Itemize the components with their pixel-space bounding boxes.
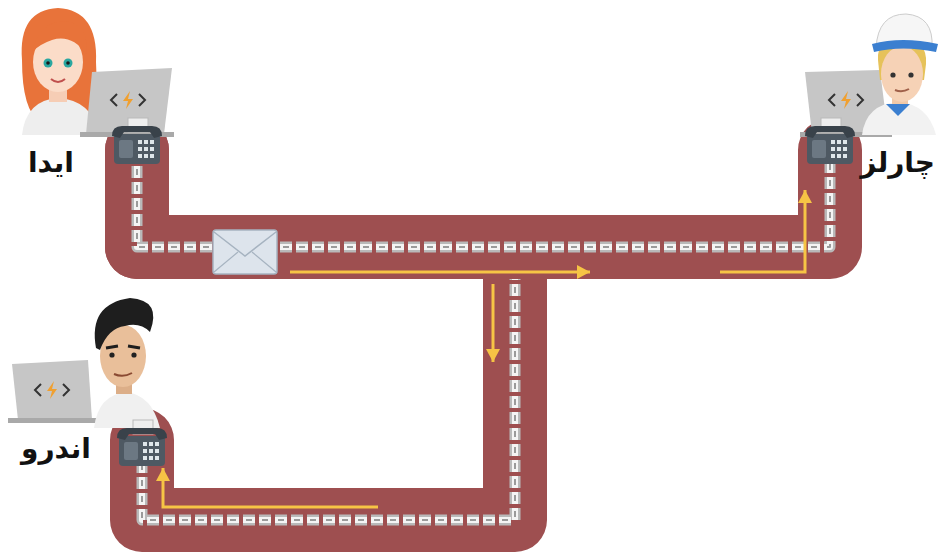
ada-figure-part bbox=[32, 22, 87, 54]
charles-figure-part bbox=[878, 38, 926, 80]
arrow-head bbox=[156, 468, 170, 481]
andrew-figure-part bbox=[128, 346, 140, 348]
person-station: اندرو bbox=[5, 300, 175, 440]
charles-figure-part bbox=[829, 91, 863, 109]
phone-icon-part bbox=[117, 420, 167, 466]
envelope-icon-part bbox=[214, 252, 238, 272]
ada-figure-part bbox=[49, 84, 67, 102]
chain bbox=[137, 150, 830, 247]
ada-figure-part bbox=[22, 8, 98, 124]
chain bbox=[137, 150, 515, 520]
person-name: چارلز bbox=[860, 146, 935, 180]
andrew-figure-part bbox=[131, 352, 136, 357]
charles-figure-part bbox=[881, 46, 923, 102]
person-name: اندرو bbox=[21, 432, 91, 466]
andrew-figure-part bbox=[114, 373, 132, 376]
chain bbox=[137, 150, 830, 247]
phone-icon-part bbox=[112, 118, 162, 164]
envelope-icon-part bbox=[252, 252, 276, 272]
network-band bbox=[137, 150, 830, 247]
arrow-head bbox=[798, 190, 812, 203]
ada-figure-part bbox=[86, 68, 172, 134]
phone-icon bbox=[112, 118, 162, 164]
charles-figure-part bbox=[895, 89, 909, 91]
phone-icon bbox=[805, 118, 855, 164]
person-name: ایدا bbox=[28, 146, 74, 180]
charles-figure-part bbox=[892, 90, 908, 104]
ada-figure-part bbox=[51, 79, 65, 82]
andrew-figure-part bbox=[106, 346, 118, 348]
charles-figure-part bbox=[908, 72, 913, 77]
ada-figure-part bbox=[66, 61, 70, 65]
charles-figure-part bbox=[876, 14, 932, 48]
person-station: ایدا bbox=[10, 10, 175, 150]
envelope-icon-part bbox=[213, 230, 277, 274]
chain-link bbox=[137, 150, 515, 520]
andrew-figure bbox=[8, 298, 160, 428]
andrew-figure-part bbox=[95, 298, 154, 350]
ada-figure-part bbox=[80, 132, 174, 137]
ada-figure-part bbox=[22, 98, 100, 135]
charles-figure-part bbox=[862, 102, 936, 135]
charles-figure bbox=[800, 14, 938, 137]
charles-figure-part bbox=[886, 104, 910, 116]
arrow-head bbox=[577, 265, 590, 279]
andrew-figure-part bbox=[116, 378, 132, 394]
chain bbox=[137, 150, 515, 520]
charles-figure-part bbox=[872, 40, 938, 52]
andrew-figure-part bbox=[100, 325, 146, 387]
andrew-figure-part bbox=[35, 381, 69, 399]
arrow-head bbox=[486, 349, 500, 362]
phone-icon bbox=[117, 420, 167, 466]
ada-figure-part bbox=[44, 59, 53, 68]
ada-figure bbox=[22, 8, 174, 137]
andrew-figure-part bbox=[94, 392, 160, 428]
flow-arrow bbox=[720, 190, 805, 272]
chain-link bbox=[137, 150, 830, 279]
network-band bbox=[137, 150, 515, 520]
person-station: چارلز bbox=[785, 10, 935, 150]
ada-figure-part bbox=[33, 32, 83, 92]
flow-arrow bbox=[290, 271, 590, 274]
andrew-figure-part bbox=[8, 418, 100, 423]
charles-figure-part bbox=[890, 72, 895, 77]
chain bbox=[137, 150, 830, 247]
envelope-icon-part bbox=[214, 232, 276, 256]
envelope-icon bbox=[213, 230, 277, 274]
andrew-figure-part bbox=[109, 352, 114, 357]
ada-figure-part bbox=[111, 91, 145, 109]
chain bbox=[137, 150, 515, 520]
charles-figure-part bbox=[805, 70, 888, 134]
phone-icon-part bbox=[805, 118, 855, 164]
ada-figure-part bbox=[64, 59, 73, 68]
flow-arrow bbox=[163, 468, 378, 507]
andrew-figure-part bbox=[12, 360, 92, 420]
charles-figure-part bbox=[800, 132, 892, 137]
ada-figure-part bbox=[46, 61, 50, 65]
